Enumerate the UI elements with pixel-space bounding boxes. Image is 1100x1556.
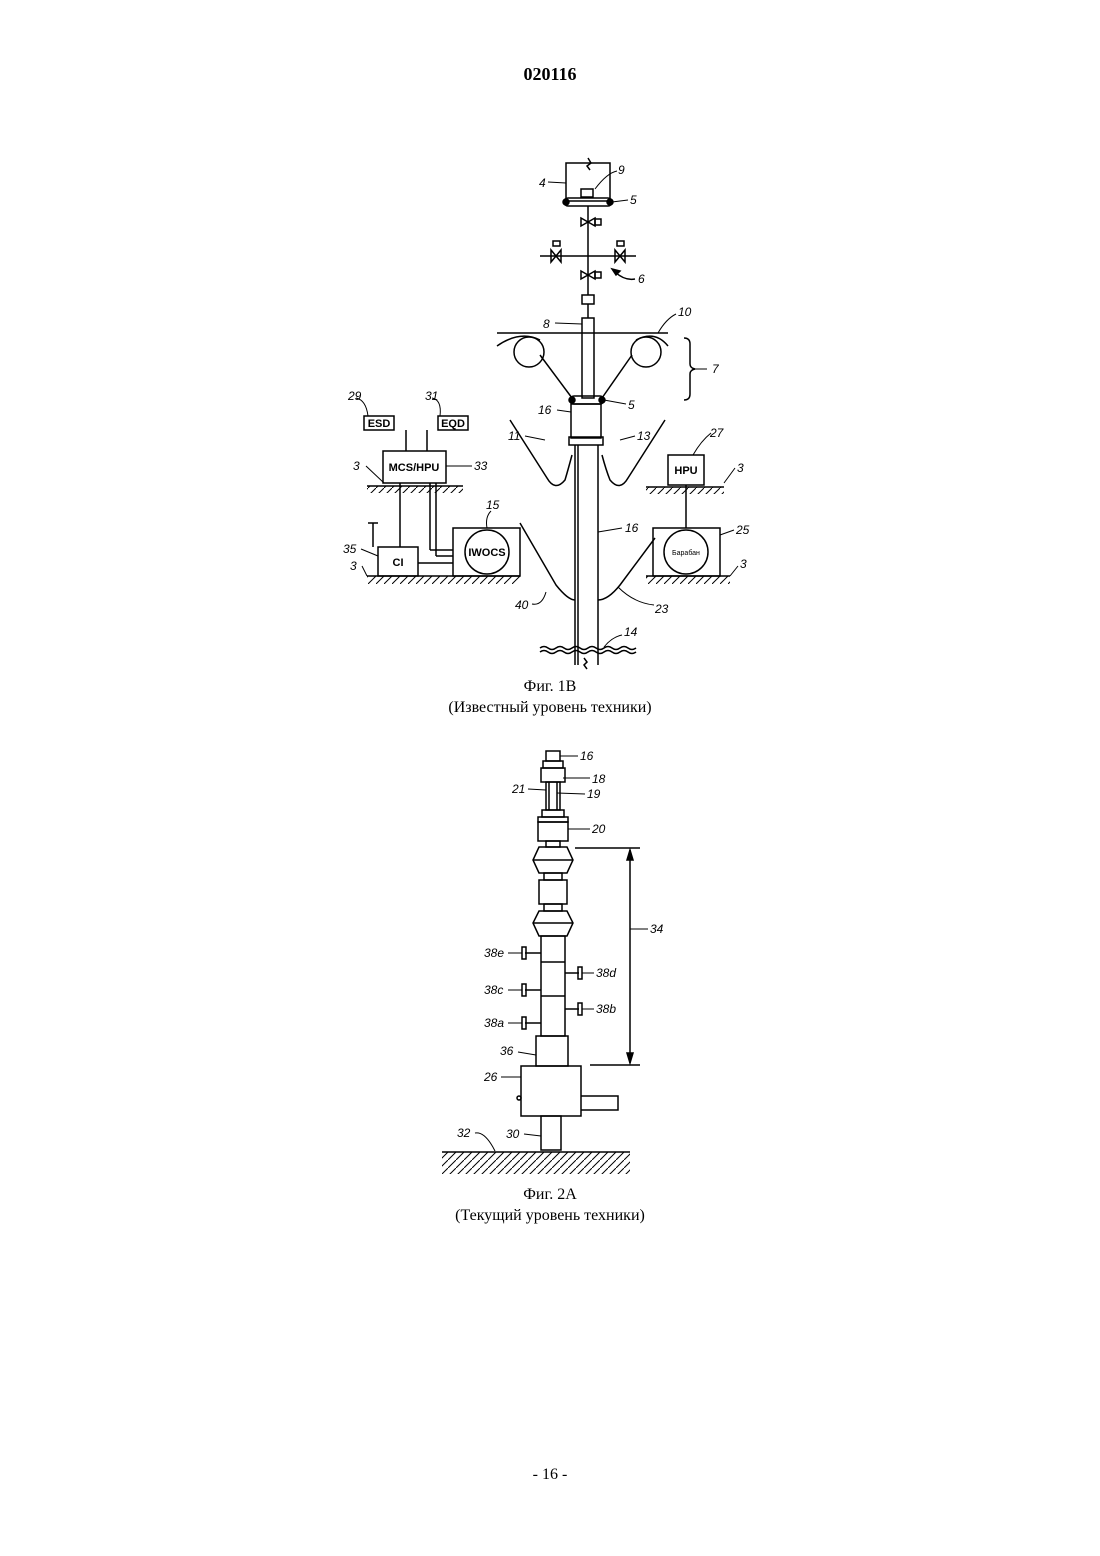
ref-29: 29	[347, 389, 362, 403]
ref-30: 30	[506, 1127, 520, 1141]
figure-2a-drawing	[442, 751, 640, 1174]
ref-38e: 38e	[484, 946, 504, 960]
figure-1b-caption: Фиг. 1B (Известный уровень техники)	[0, 676, 1100, 718]
ref-5-bottom: 5	[628, 398, 635, 412]
ref-11: 11	[508, 429, 520, 443]
figure-1b-title: Фиг. 1B	[0, 676, 1100, 697]
ref-25: 25	[735, 523, 750, 537]
baraban-box-label: Барабан	[672, 549, 700, 557]
ref-13: 13	[637, 429, 651, 443]
mcs-hpu-box-label: MCS/HPU	[389, 462, 440, 474]
ref-16-top: 16	[538, 403, 552, 417]
ref-32: 32	[457, 1126, 471, 1140]
ref-4: 4	[539, 176, 546, 190]
ref-9: 9	[618, 163, 625, 177]
page-number: - 16 -	[0, 1466, 1100, 1484]
ref-7: 7	[712, 362, 720, 376]
figure-2a-caption: Фиг. 2A (Текущий уровень техники)	[0, 1184, 1100, 1226]
figure-2a-title: Фиг. 2A	[0, 1184, 1100, 1205]
ref-38b: 38b	[596, 1002, 616, 1016]
ref-8: 8	[543, 317, 550, 331]
figure-1b-subtitle: (Известный уровень техники)	[0, 697, 1100, 718]
ref-3-b: 3	[737, 461, 744, 475]
ref-33: 33	[474, 459, 488, 473]
ref-38d: 38d	[596, 966, 616, 980]
ref-20: 20	[591, 822, 606, 836]
esd-box-label: ESD	[368, 418, 391, 430]
ref-3-c: 3	[350, 559, 357, 573]
figure-2a-subtitle: (Текущий уровень техники)	[0, 1205, 1100, 1226]
ref-10: 10	[678, 305, 692, 319]
ref-31: 31	[425, 389, 438, 403]
ref-35: 35	[343, 542, 357, 556]
ref-5-top: 5	[630, 193, 637, 207]
ref-23: 23	[654, 602, 669, 616]
ref-19: 19	[587, 787, 601, 801]
ref-16: 16	[580, 749, 594, 763]
ref-38a: 38a	[484, 1016, 504, 1030]
ref-38c: 38c	[484, 983, 503, 997]
eqd-box-label: EQD	[441, 418, 465, 430]
ref-3-a: 3	[353, 459, 360, 473]
ref-15: 15	[486, 498, 500, 512]
ref-34: 34	[650, 922, 664, 936]
ref-18: 18	[592, 772, 606, 786]
ref-36: 36	[500, 1044, 514, 1058]
ref-40: 40	[515, 598, 529, 612]
ci-box-label: CI	[393, 557, 404, 569]
iwocs-box-label: IWOCS	[468, 547, 505, 559]
hpu-box-label: HPU	[674, 465, 697, 477]
ref-14: 14	[624, 625, 638, 639]
ref-27: 27	[709, 426, 725, 440]
ref-26: 26	[483, 1070, 498, 1084]
ref-6: 6	[638, 272, 645, 286]
ref-16-mid: 16	[625, 521, 639, 535]
ref-21: 21	[511, 782, 525, 796]
ref-3-d: 3	[740, 557, 747, 571]
